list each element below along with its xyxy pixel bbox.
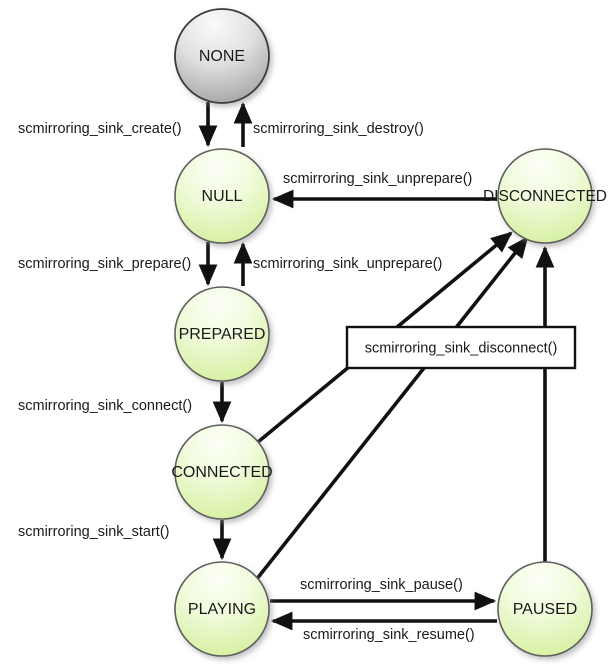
disconnect-note-rect xyxy=(345,325,577,370)
edge-label-pause: scmirroring_sink_pause() xyxy=(300,577,463,593)
state-label-paused: PAUSED xyxy=(513,601,578,618)
state-circle-disconnected[interactable] xyxy=(497,148,593,244)
state-node-none[interactable]: NONE xyxy=(174,8,270,104)
transition-labels: scmirroring_sink_create() scmirroring_si… xyxy=(18,121,475,643)
state-label-prepared: PREPARED xyxy=(179,326,266,343)
state-label-playing: PLAYING xyxy=(188,601,256,618)
state-circle-null[interactable] xyxy=(174,148,270,244)
state-nodes: NONE NULL PREPARED CONNECTED PLAYING PAU xyxy=(171,8,607,657)
state-label-connected: CONNECTED xyxy=(171,464,272,481)
edge-label-start: scmirroring_sink_start() xyxy=(18,524,169,540)
edge-label-unprepare-disconnected: scmirroring_sink_unprepare() xyxy=(283,171,472,187)
state-node-null[interactable]: NULL xyxy=(174,148,270,244)
edge-disconnect-from-playing xyxy=(254,236,529,582)
edge-label-destroy: scmirroring_sink_destroy() xyxy=(253,121,424,137)
state-node-playing[interactable]: PLAYING xyxy=(174,561,270,657)
state-node-paused[interactable]: PAUSED xyxy=(497,561,593,657)
state-circle-playing[interactable] xyxy=(174,561,270,657)
state-label-none: NONE xyxy=(199,48,245,65)
edge-label-unprepare: scmirroring_sink_unprepare() xyxy=(253,256,442,272)
edge-label-prepare: scmirroring_sink_prepare() xyxy=(18,256,191,272)
edge-label-connect: scmirroring_sink_connect() xyxy=(18,398,192,414)
state-circle-connected[interactable] xyxy=(174,424,270,520)
state-label-disconnected: DISCONNECTED xyxy=(483,188,607,205)
disconnect-note-box: scmirroring_sink_disconnect() xyxy=(345,325,577,370)
state-node-disconnected[interactable]: DISCONNECTED xyxy=(483,148,607,244)
edge-label-resume: scmirroring_sink_resume() xyxy=(303,627,475,643)
state-label-null: NULL xyxy=(202,188,243,205)
state-node-connected[interactable]: CONNECTED xyxy=(171,424,273,520)
state-circle-prepared[interactable] xyxy=(174,286,270,382)
state-node-prepared[interactable]: PREPARED xyxy=(174,286,270,382)
state-circle-paused[interactable] xyxy=(497,561,593,657)
disconnect-note-label: scmirroring_sink_disconnect() xyxy=(365,340,558,356)
state-circle-none[interactable] xyxy=(174,8,270,104)
edge-label-create: scmirroring_sink_create() xyxy=(18,121,182,137)
transition-edges xyxy=(198,101,555,631)
